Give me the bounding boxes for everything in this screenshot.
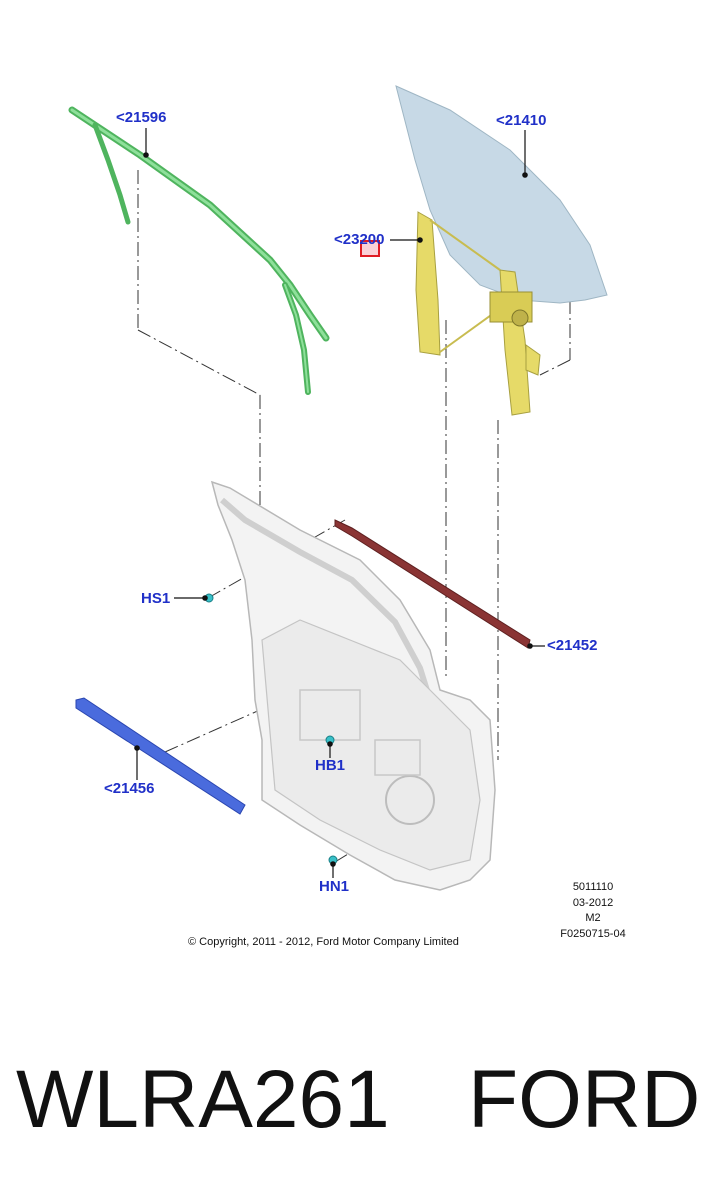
callout-21596[interactable]: <21596 xyxy=(116,109,167,126)
door-frame-icon[interactable] xyxy=(210,480,496,891)
exploded-parts-diagram xyxy=(68,85,608,891)
reference-block: 5011110 03-2012 M2 F0250715-04 xyxy=(548,880,638,942)
clip-icon[interactable] xyxy=(204,593,338,865)
glass-panel-icon[interactable] xyxy=(395,85,608,304)
footer: WLRA261 FORD xyxy=(0,1050,708,1150)
callout-hb1[interactable]: HB1 xyxy=(315,757,346,774)
leader-lines xyxy=(134,128,545,878)
belt-moulding-inner-icon[interactable] xyxy=(75,697,246,815)
callout-hs1[interactable]: HS1 xyxy=(141,590,171,607)
callout-hn1[interactable]: HN1 xyxy=(319,878,350,895)
reference-line-4: F0250715-04 xyxy=(560,927,626,940)
callout-21452[interactable]: <21452 xyxy=(547,637,598,654)
reference-line-2: 03-2012 xyxy=(572,896,614,909)
reference-line-1: 5011110 xyxy=(572,881,614,893)
callout-21456[interactable]: <21456 xyxy=(104,780,155,797)
part-code: WLRA261 xyxy=(16,1054,390,1145)
window-regulator-icon[interactable] xyxy=(415,211,541,416)
callout-21410[interactable]: <21410 xyxy=(496,112,547,129)
weatherstrip-icon[interactable] xyxy=(68,106,330,395)
copyright-text: © Copyright, 2011 - 2012, Ford Motor Com… xyxy=(188,936,459,948)
callout-23200[interactable]: <23200 xyxy=(334,231,385,248)
selection-highlight xyxy=(360,240,380,257)
brand-name: FORD xyxy=(468,1054,701,1145)
reference-line-3: M2 xyxy=(585,912,601,924)
belt-moulding-outer-icon[interactable] xyxy=(334,519,531,649)
